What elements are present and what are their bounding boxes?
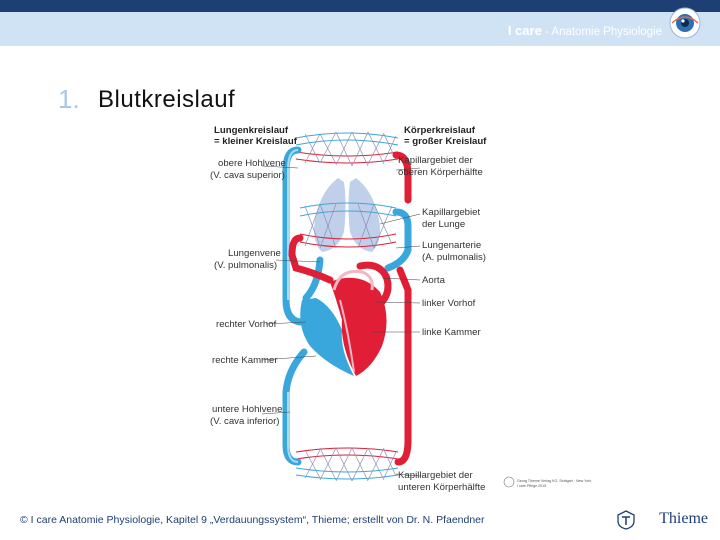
label-lungenkreislauf-1: Lungenkreislauf xyxy=(214,125,289,136)
publisher-name: Thieme xyxy=(659,510,708,527)
figure-copyright-2: I care Pflege 2015 xyxy=(517,484,546,488)
label-aorta: Aorta xyxy=(422,275,446,286)
label-obere-hohlvene-1: obere Hohlvene xyxy=(218,158,286,169)
figure-copyright-1: Georg Thieme Verlag KG, Stuttgart · New … xyxy=(517,479,591,483)
lung-capillary-bed xyxy=(299,202,397,249)
label-kap-oben-1: Kapillargebiet der xyxy=(398,155,473,166)
label-linker-vorhof: linker Vorhof xyxy=(422,298,476,309)
header-band xyxy=(0,12,720,46)
brand-sub: - Anatomie Physiologie xyxy=(541,26,662,38)
label-kap-unten-1: Kapillargebiet der xyxy=(398,470,473,481)
label-koerperkreislauf-1: Körperkreislauf xyxy=(404,125,476,136)
aortic-arch xyxy=(332,269,374,291)
label-lungenarterie-1: Lungenarterie xyxy=(422,240,481,251)
label-lungenvene-1: Lungenvene xyxy=(228,248,281,259)
label-lungenvene-2: (V. pulmonalis) xyxy=(214,260,277,271)
label-linke-kammer: linke Kammer xyxy=(422,327,481,338)
heart-right-side xyxy=(300,298,354,376)
label-untere-hohlvene-1: untere Hohlvene xyxy=(212,404,282,415)
label-rechter-vorhof: rechter Vorhof xyxy=(216,319,277,330)
right-lung-shape xyxy=(348,178,380,252)
heart-septum xyxy=(339,299,355,373)
brand-main: I care xyxy=(507,23,542,38)
lower-capillary-bed xyxy=(295,447,399,482)
label-koerperkreislauf-2: = großer Kreislauf xyxy=(404,136,487,147)
heart xyxy=(300,269,387,376)
label-kap-lunge-1: Kapillargebiet xyxy=(422,207,480,218)
venous-vessels-highlight xyxy=(287,149,299,463)
slide-title: Blutkreislauf xyxy=(98,86,236,113)
label-kap-oben-2: oberen Körperhälfte xyxy=(398,167,483,178)
footer-copyright: © I care Anatomie Physiologie, Kapitel 9… xyxy=(20,514,485,526)
arterial-vessels xyxy=(288,151,412,466)
label-rechte-kammer: rechte Kammer xyxy=(212,355,278,366)
slide-number: 1. xyxy=(58,84,80,114)
label-lungenarterie-2: (A. pulmonalis) xyxy=(422,252,486,263)
brand-title: I care - Anatomie Physiologie xyxy=(508,23,662,38)
label-obere-hohlvene-2: (V. cava superior) xyxy=(210,170,285,181)
publisher-seal xyxy=(503,476,515,488)
leader-lines xyxy=(261,165,421,477)
heart-left-side xyxy=(330,277,387,376)
label-kap-unten-2: unteren Körperhälfte xyxy=(398,482,485,493)
label-untere-hohlvene-2: (V. cava inferior) xyxy=(210,416,280,427)
eye-logo-icon xyxy=(669,7,701,39)
thieme-logo-icon xyxy=(617,510,635,530)
upper-capillary-bed xyxy=(295,131,399,167)
label-kap-lunge-2: der Lunge xyxy=(422,219,465,230)
left-lung-shape xyxy=(314,178,346,252)
top-strip xyxy=(0,0,720,12)
label-lungenkreislauf-2: = kleiner Kreislauf xyxy=(214,136,298,147)
